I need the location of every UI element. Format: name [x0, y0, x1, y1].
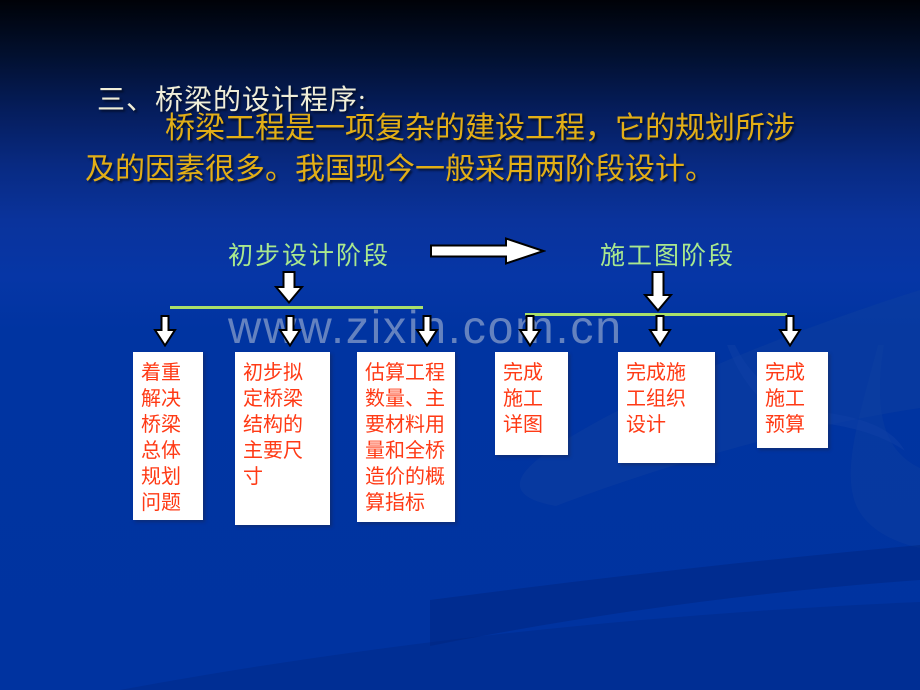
flow-box-overall-planning: 着重 解决 桥梁 总体 规划 问题: [133, 352, 203, 520]
down-arrow-icon: [648, 315, 672, 347]
flow-box-construction-detail-drawings: 完成 施工 详图: [495, 352, 568, 455]
down-arrow-icon: [778, 315, 802, 347]
branch-line-stage2: [525, 313, 787, 316]
flow-box-estimate-quantities: 估算工程 数量、主 要材料用 量和全桥 造价的概 算指标: [357, 352, 455, 522]
stage1-down-arrow-icon: [274, 271, 304, 304]
flow-box-construction-organization-design: 完成施 工组织 设计: [618, 352, 715, 463]
flow-box-main-dimensions: 初步拟 定桥梁 结构的 主要尺 寸: [235, 352, 330, 525]
down-arrow-icon: [278, 315, 302, 347]
flow-box-construction-budget: 完成 施工 预算: [757, 352, 828, 448]
branch-line-stage1: [170, 306, 423, 309]
page-title: 三、桥梁的设计程序:: [97, 85, 367, 116]
down-arrow-icon: [518, 315, 542, 347]
down-arrow-icon: [153, 315, 177, 347]
stage-label-construction-drawing: 施工图阶段: [600, 243, 736, 270]
stage-label-preliminary-design: 初步设计阶段: [228, 243, 391, 270]
right-arrow-icon: [430, 237, 546, 265]
stage2-down-arrow-icon: [643, 271, 673, 312]
down-arrow-icon: [415, 315, 439, 347]
body-paragraph: 桥梁工程是一项复杂的建设工程，它的规划所涉 及的因素很多。我国现今一般采用两阶段…: [85, 112, 795, 186]
